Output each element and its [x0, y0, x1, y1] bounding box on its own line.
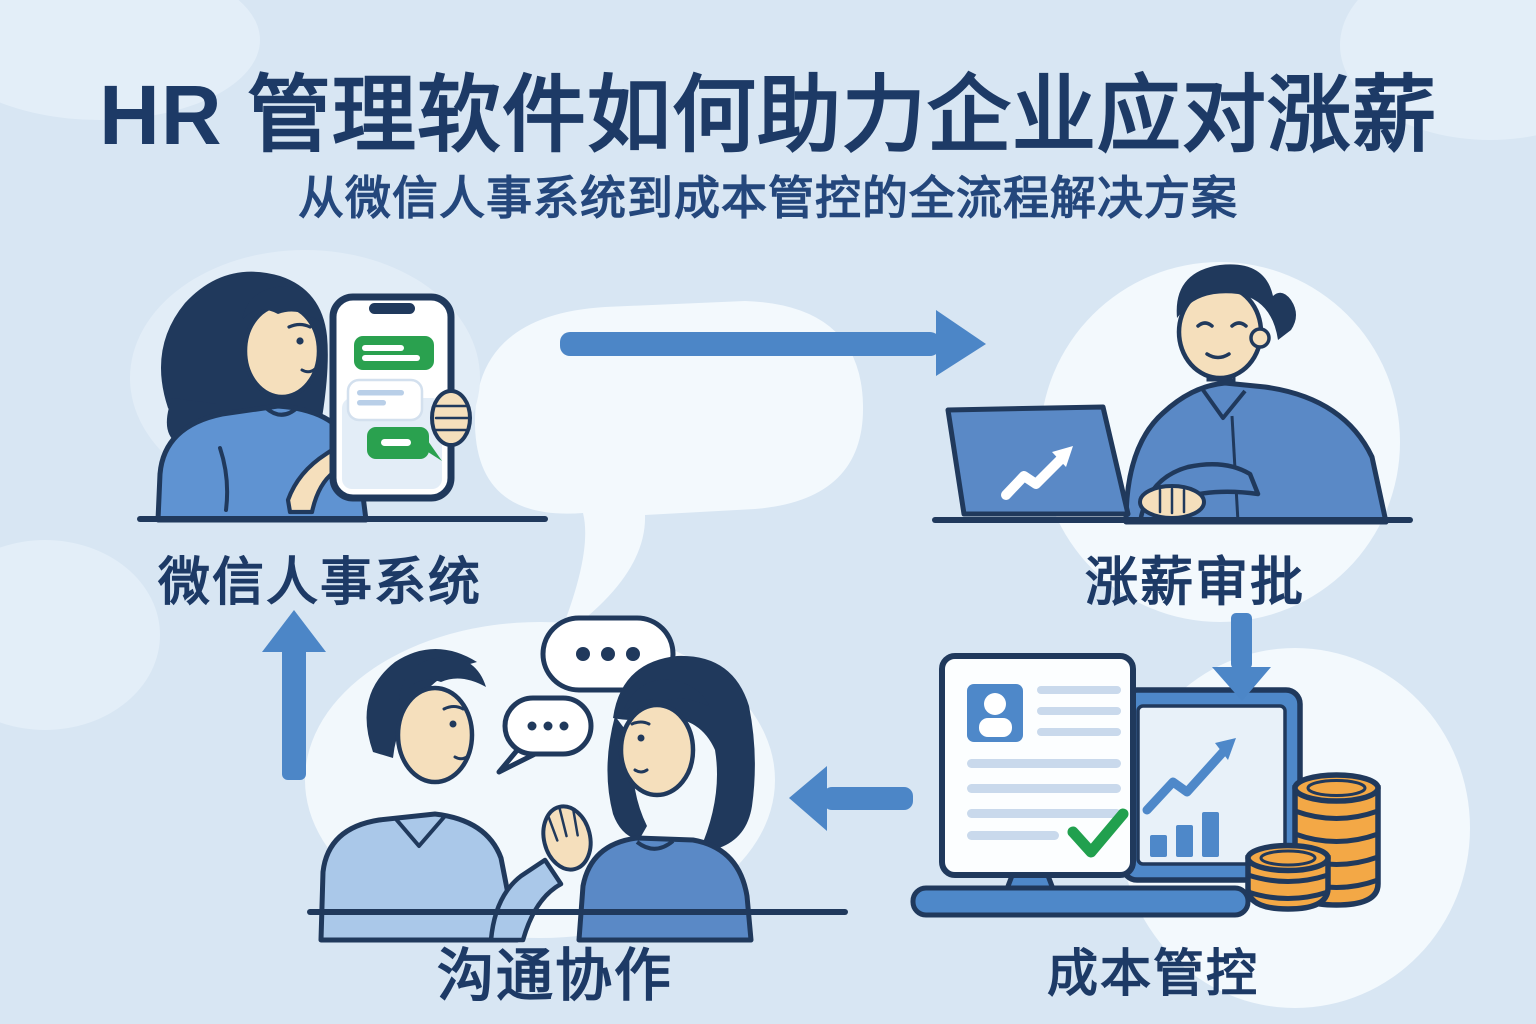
hr-woman-figure [155, 271, 369, 523]
flow-arrow-down [1212, 613, 1271, 701]
talking-man-figure [318, 649, 593, 943]
smartphone-icon [329, 293, 472, 502]
illustration-wechat-hr [130, 250, 548, 523]
laptop-chart-icon [1120, 687, 1303, 883]
bar-chart-icon [1150, 812, 1219, 857]
approved-document-icon [939, 653, 1136, 878]
illustration-salary-approval [932, 262, 1413, 622]
illustration-cost-control [910, 648, 1470, 1008]
flow-arrow-left [789, 766, 913, 831]
illustration-communication [305, 615, 848, 943]
flow-arrow-right [560, 310, 986, 376]
node-label-communication: 沟通协作 [437, 944, 673, 1008]
speech-bubble-small-icon [496, 695, 594, 775]
page-subtitle: 从微信人事系统到成本管控的全流程解决方案 [298, 172, 1238, 224]
background-blob [0, 540, 160, 730]
speech-bubble-backdrop [474, 301, 864, 639]
manager-arm [1137, 461, 1261, 525]
growth-arrow-icon [1001, 446, 1073, 500]
laptop-icon [945, 404, 1131, 517]
flow-arrow-up [262, 610, 326, 780]
profile-avatar-icon [967, 684, 1023, 742]
phone-notch [369, 303, 415, 314]
node-label-salary-approval: 涨薪审批 [1085, 553, 1305, 612]
laptop-base [910, 885, 1251, 918]
coins-icon [1245, 772, 1381, 912]
page-title: HR 管理软件如何助力企业应对涨薪 [99, 68, 1437, 162]
checkmark-icon [1067, 808, 1129, 858]
node-label-wechat-hr: 微信人事系统 [158, 554, 483, 612]
gesturing-hand [541, 804, 593, 872]
holding-hand [430, 389, 472, 447]
chat-bubble-green-icon [354, 336, 434, 370]
node-label-cost-control: 成本管控 [1047, 945, 1260, 1002]
trend-arrow-icon [1142, 738, 1236, 815]
chat-bubble-white-icon [346, 378, 424, 422]
chat-bubble-green-icon [367, 427, 442, 461]
